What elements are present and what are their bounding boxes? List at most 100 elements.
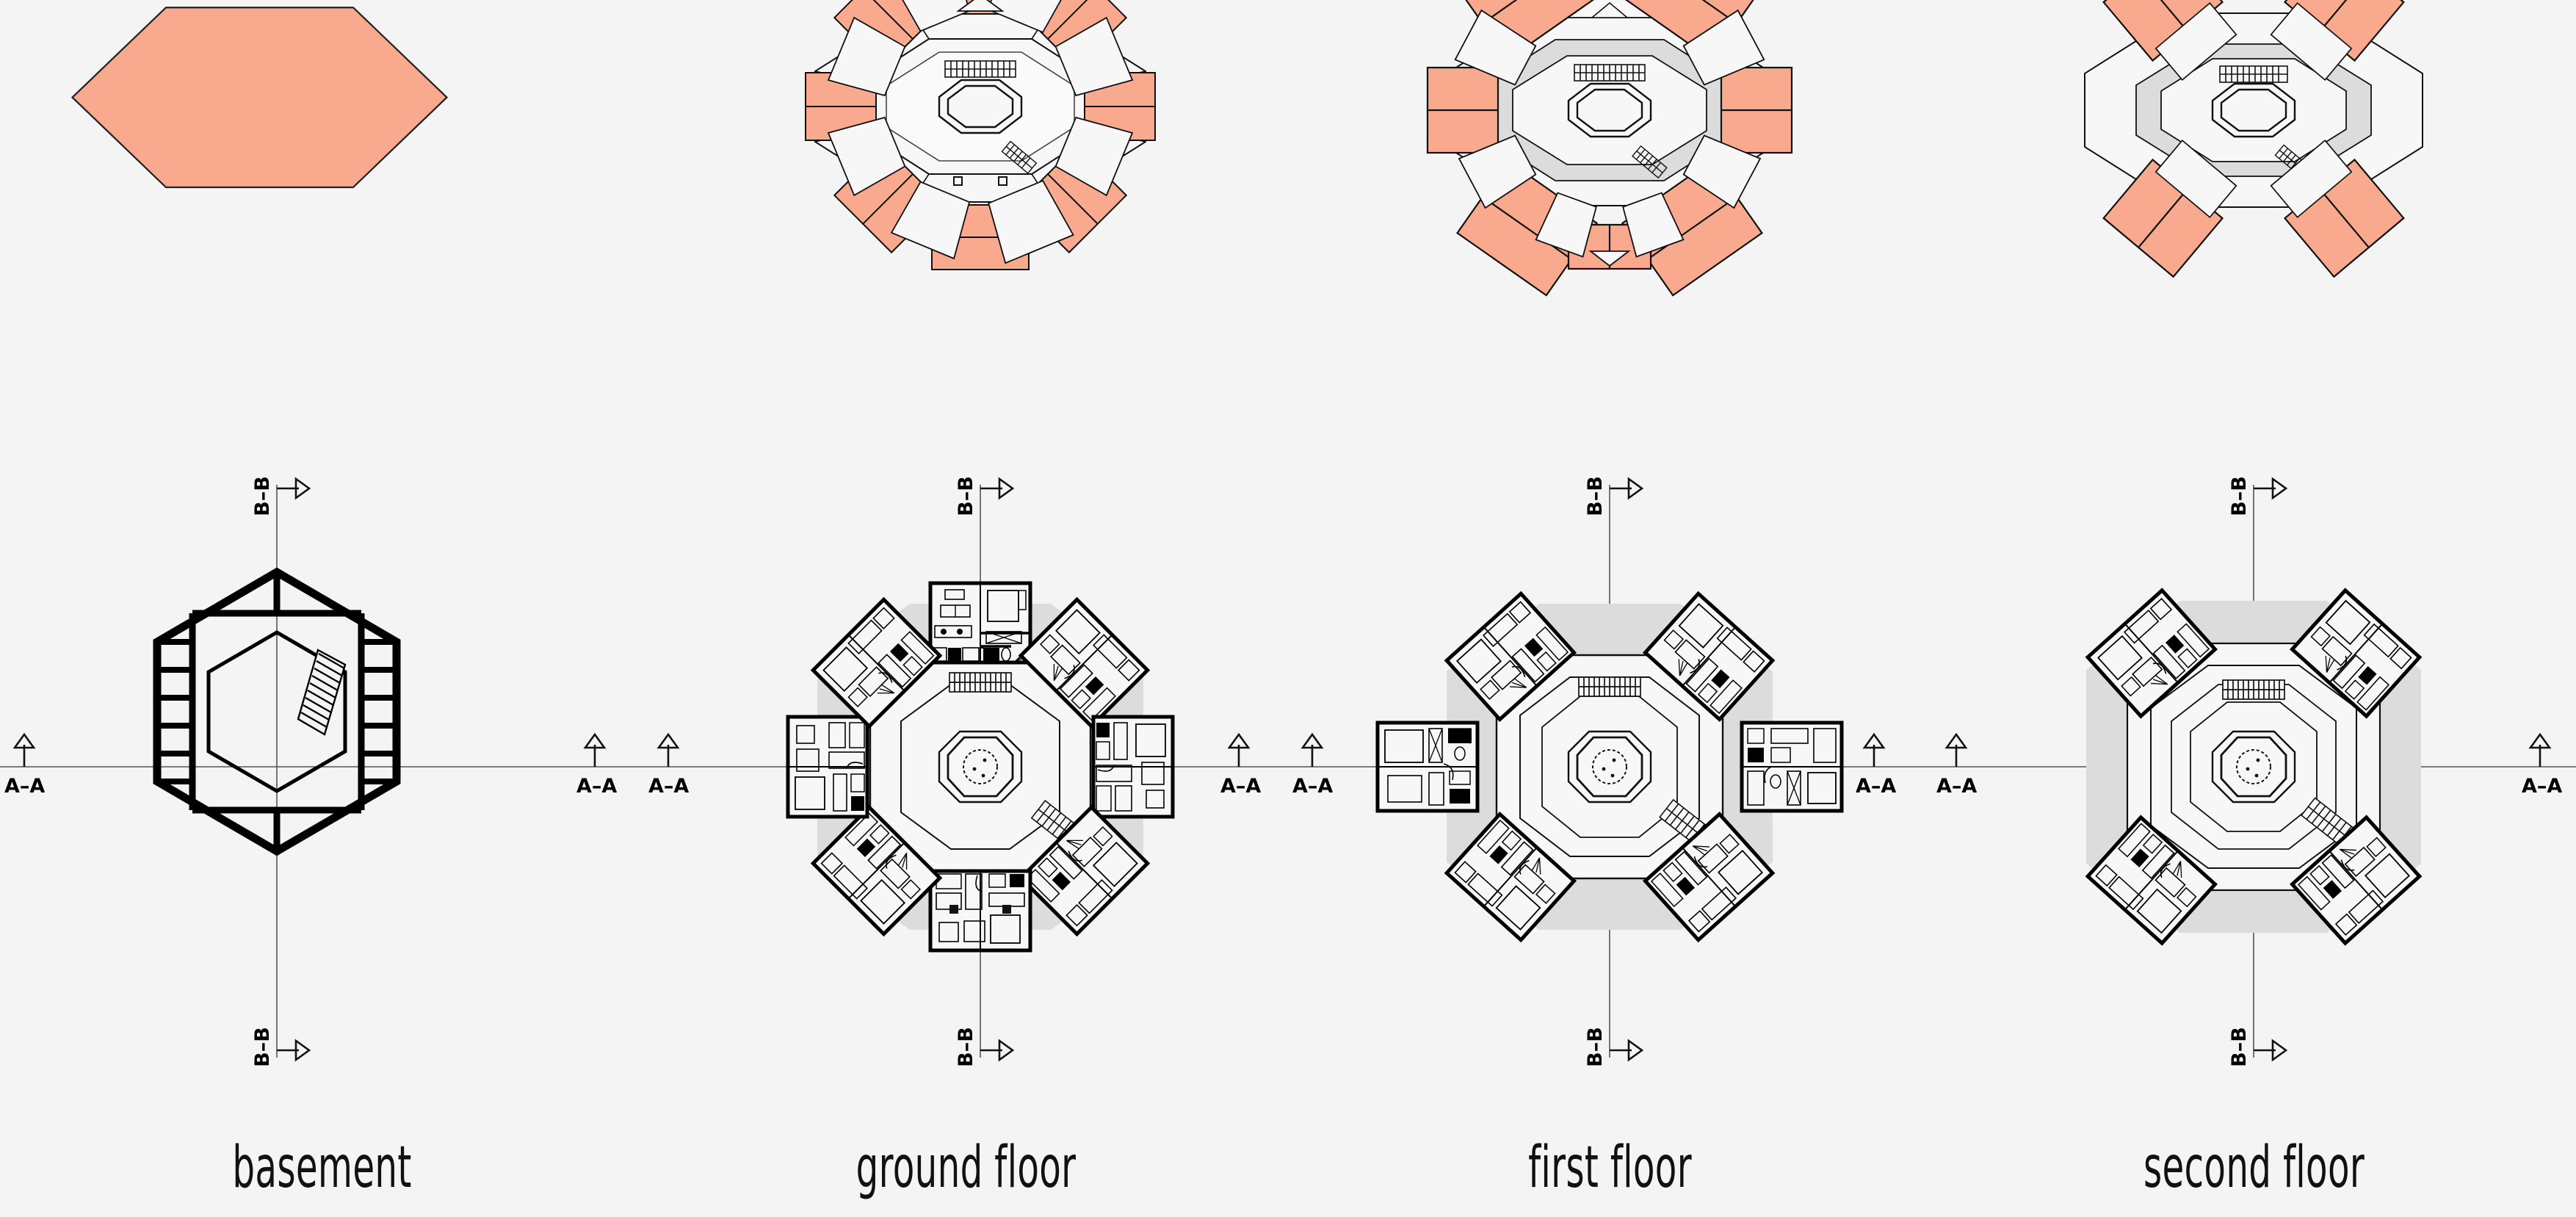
section-label-a-left: A–A (1292, 775, 1334, 798)
pod (1018, 804, 1151, 937)
caption-basement: basement (232, 1135, 412, 1201)
section-arrow-a-right (583, 732, 607, 767)
roof-white-wedges (1454, 9, 1765, 258)
plan-column-ground-floor: A–A A–A B–B B–B ground floor (644, 0, 1288, 1217)
tree-icon (1592, 749, 1627, 784)
first-floor-plan (1375, 591, 1844, 943)
pod (1444, 591, 1577, 723)
basement-solid-hexagon (70, 7, 449, 189)
pod (2289, 588, 2423, 719)
plan-main-stair (949, 672, 1012, 693)
roof-oculus-inner (2220, 88, 2287, 132)
pod (2085, 588, 2218, 719)
planter-hex-outer (938, 730, 1023, 803)
plan-column-first-floor: A–A A–A B–B B–B first floor (1288, 0, 1932, 1217)
pod (1375, 721, 1480, 813)
apartment-pods (786, 581, 1175, 953)
section-arrow-a-right (2528, 732, 2552, 767)
planter-hex-outer (2211, 730, 2296, 803)
apartment-pods (1375, 591, 1844, 943)
section-arrow-b-bottom (1610, 1039, 1644, 1062)
section-label-b-top: B–B (1583, 476, 1607, 516)
roof-accent-panels (2102, 0, 2405, 278)
roof-marker-square-left (953, 176, 963, 186)
section-label-a-right: A–A (576, 775, 618, 798)
basement-rib-stack-left (157, 639, 192, 784)
section-arrow-b-top (1610, 477, 1644, 500)
roof-oculus-inner (947, 84, 1014, 129)
roof-ridge-gable (1588, 250, 1631, 267)
basement-plan-figure (0, 477, 644, 1062)
plan-marker-square-right (1002, 905, 1011, 914)
section-label-a-left: A–A (1936, 775, 1978, 798)
section-label-a-right: A–A (2522, 775, 2563, 798)
section-label-a-right: A–A (1220, 775, 1262, 798)
planter-hex-outer (1567, 730, 1652, 803)
section-arrow-a-left (1944, 732, 1968, 767)
pod (1740, 721, 1844, 813)
section-label-b-bottom: B–B (250, 1027, 274, 1067)
second-roof-plan (2084, 0, 2423, 278)
section-label-b-bottom: B–B (2227, 1027, 2251, 1067)
roof-stair-diagonal (1632, 145, 1668, 179)
roof-oculus (1567, 82, 1652, 138)
roof-ridge-gable (956, 0, 1005, 12)
pod (786, 715, 869, 819)
planter-hex-inner (1576, 736, 1643, 798)
planter-hex-inner (947, 736, 1014, 798)
pod (1444, 811, 1577, 943)
section-arrow-a-right (1227, 732, 1251, 767)
pod (1642, 591, 1776, 723)
pod (1091, 715, 1175, 819)
plan-main-stair (2222, 679, 2285, 700)
roof-white-wedges (827, 0, 1134, 264)
plan-main-stair (1578, 676, 1641, 697)
pod (2085, 815, 2218, 946)
section-arrow-a-left (1300, 732, 1324, 767)
section-label-b-top: B–B (250, 476, 274, 516)
pod (1642, 811, 1776, 943)
basement-rib-stack-right (361, 639, 397, 784)
pod (2289, 815, 2423, 946)
roof-white-boxes (2154, 2, 2353, 218)
section-arrow-b-top (980, 477, 1015, 500)
pod (928, 581, 1032, 665)
plan-column-second-floor: A–A A–A B–B B–B second floor (1932, 0, 2576, 1217)
ground-roof-plan (805, 0, 1156, 270)
roof-stair-grid (2219, 65, 2288, 83)
section-label-b-bottom: B–B (954, 1027, 977, 1067)
section-arrow-a-right (1862, 732, 1886, 767)
roof-oculus (938, 79, 1023, 134)
section-label-b-top: B–B (954, 476, 977, 516)
ground-floor-plan (786, 581, 1175, 953)
pod (1018, 596, 1151, 729)
roof-stair-grid (944, 60, 1016, 78)
caption-first-floor: first floor (1528, 1135, 1692, 1201)
tree-icon (2236, 749, 2271, 784)
section-label-b-top: B–B (2227, 476, 2251, 516)
apartment-pods (2085, 588, 2423, 946)
first-roof-plan (1426, 0, 1793, 297)
roof-oculus (2211, 82, 2296, 138)
section-label-b-bottom: B–B (1583, 1027, 1607, 1067)
section-arrow-b-bottom (2254, 1039, 2288, 1062)
section-lines (0, 485, 644, 1058)
caption-second-floor: second floor (2143, 1135, 2365, 1201)
section-arrow-b-top (277, 477, 311, 500)
basement-roof-figure (70, 7, 449, 189)
pod (928, 869, 1032, 953)
basement-inner-room (206, 630, 347, 793)
section-arrow-b-bottom (980, 1039, 1015, 1062)
second-floor-figure (1932, 0, 2576, 1062)
tree-icon (963, 749, 998, 784)
roof-stair-grid (1574, 64, 1646, 82)
second-floor-plan (2085, 588, 2423, 946)
section-arrow-a-left (656, 732, 680, 767)
pod (810, 804, 943, 937)
section-arrow-b-top (2254, 477, 2288, 500)
section-label-a-left: A–A (4, 775, 46, 798)
basement-stair (297, 649, 347, 736)
plan-column-basement: A–A A–A B–B B–B basement (0, 0, 644, 1217)
section-label-a-left: A–A (648, 775, 690, 798)
